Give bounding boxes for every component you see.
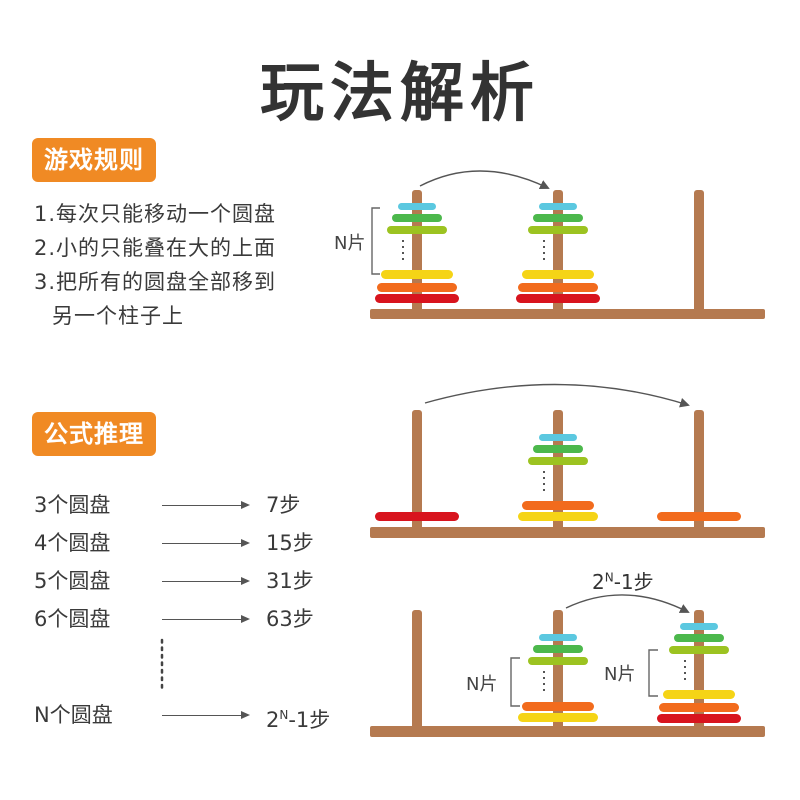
rule-1: 1.每次只能移动一个圆盘 <box>34 202 277 226</box>
formula-row-result: 7步 <box>266 493 301 517</box>
rules-badge: 游戏规则 <box>32 138 156 182</box>
move-arrow-icon <box>424 383 690 408</box>
disc-yellow <box>381 270 453 279</box>
n-pieces-label: N片 <box>604 664 636 685</box>
disc-yellow <box>663 690 735 699</box>
wood-peg <box>412 410 422 530</box>
move-arrow-icon <box>419 170 550 189</box>
wood-peg <box>553 610 563 730</box>
disc-green <box>533 645 583 653</box>
disc-cyan <box>398 203 436 210</box>
disc-green <box>674 634 724 642</box>
disc-green <box>533 214 583 222</box>
disc-orange <box>522 702 594 711</box>
disc-orange <box>659 703 739 712</box>
disc-red <box>657 714 741 723</box>
disc-orange <box>377 283 457 292</box>
formula-row-label: 6个圆盘 <box>34 607 111 631</box>
disc-red <box>516 294 600 303</box>
disc-green <box>533 445 583 453</box>
formula-row-label: 3个圆盘 <box>34 493 111 517</box>
disc-olive <box>528 226 588 234</box>
disc-yellow <box>518 512 598 521</box>
rule-3-continued: 另一个柱子上 <box>52 304 184 328</box>
move-count-label: 2N-1步 <box>592 570 654 594</box>
page-title: 玩法解析 <box>260 57 540 131</box>
disc-cyan <box>539 434 577 441</box>
formula-row-label: N个圆盘 <box>34 703 113 727</box>
formula-badge: 公式推理 <box>32 412 156 456</box>
wood-base <box>370 309 765 319</box>
n-pieces-label: N片 <box>334 233 366 254</box>
bracket-icon <box>648 649 658 697</box>
disc-olive <box>669 646 729 654</box>
disc-orange <box>657 512 741 521</box>
wood-base <box>370 726 765 737</box>
disc-red <box>375 512 459 521</box>
formula-row-result: 15步 <box>266 531 314 555</box>
disc-orange <box>518 283 598 292</box>
disc-orange <box>522 501 594 510</box>
formula-row-n: N个圆盘 2N-1步 <box>34 700 334 732</box>
disc-cyan <box>539 203 577 210</box>
wood-peg <box>412 610 422 730</box>
right-arrow-icon <box>162 711 250 719</box>
formula-row: 3个圆盘 7步 <box>34 490 334 520</box>
disc-yellow <box>518 713 598 722</box>
formula-row-label: 5个圆盘 <box>34 569 111 593</box>
disc-cyan <box>680 623 718 630</box>
disc-green <box>392 214 442 222</box>
disc-red <box>375 294 459 303</box>
disc-olive <box>528 657 588 665</box>
move-arrow-icon <box>565 594 690 613</box>
rule-3: 3.把所有的圆盘全部移到 <box>34 270 277 294</box>
diagram-2 <box>370 383 765 538</box>
diagram-3 <box>370 594 765 737</box>
wood-base <box>370 527 765 538</box>
formula-row-result: 63步 <box>266 607 314 631</box>
formula-row: 6个圆盘 63步 <box>34 604 334 634</box>
diagram-1 <box>370 170 765 319</box>
right-arrow-icon <box>162 577 250 585</box>
formula-row-result: 31步 <box>266 569 314 593</box>
wood-peg <box>694 190 704 312</box>
disc-yellow <box>522 270 594 279</box>
n-pieces-label: N片 <box>466 674 498 695</box>
bracket-icon <box>371 207 380 275</box>
formula-row: 5个圆盘 31步 <box>34 566 334 596</box>
right-arrow-icon <box>162 539 250 547</box>
bracket-icon <box>510 657 520 707</box>
formula-row: 4个圆盘 15步 <box>34 528 334 558</box>
formula-row-label: 4个圆盘 <box>34 531 111 555</box>
disc-olive <box>387 226 447 234</box>
right-arrow-icon <box>162 501 250 509</box>
formula-row-result: 2N-1步 <box>266 708 331 732</box>
rule-2: 2.小的只能叠在大的上面 <box>34 236 277 260</box>
disc-olive <box>528 457 588 465</box>
disc-cyan <box>539 634 577 641</box>
wood-peg <box>694 410 704 530</box>
right-arrow-icon <box>162 615 250 623</box>
